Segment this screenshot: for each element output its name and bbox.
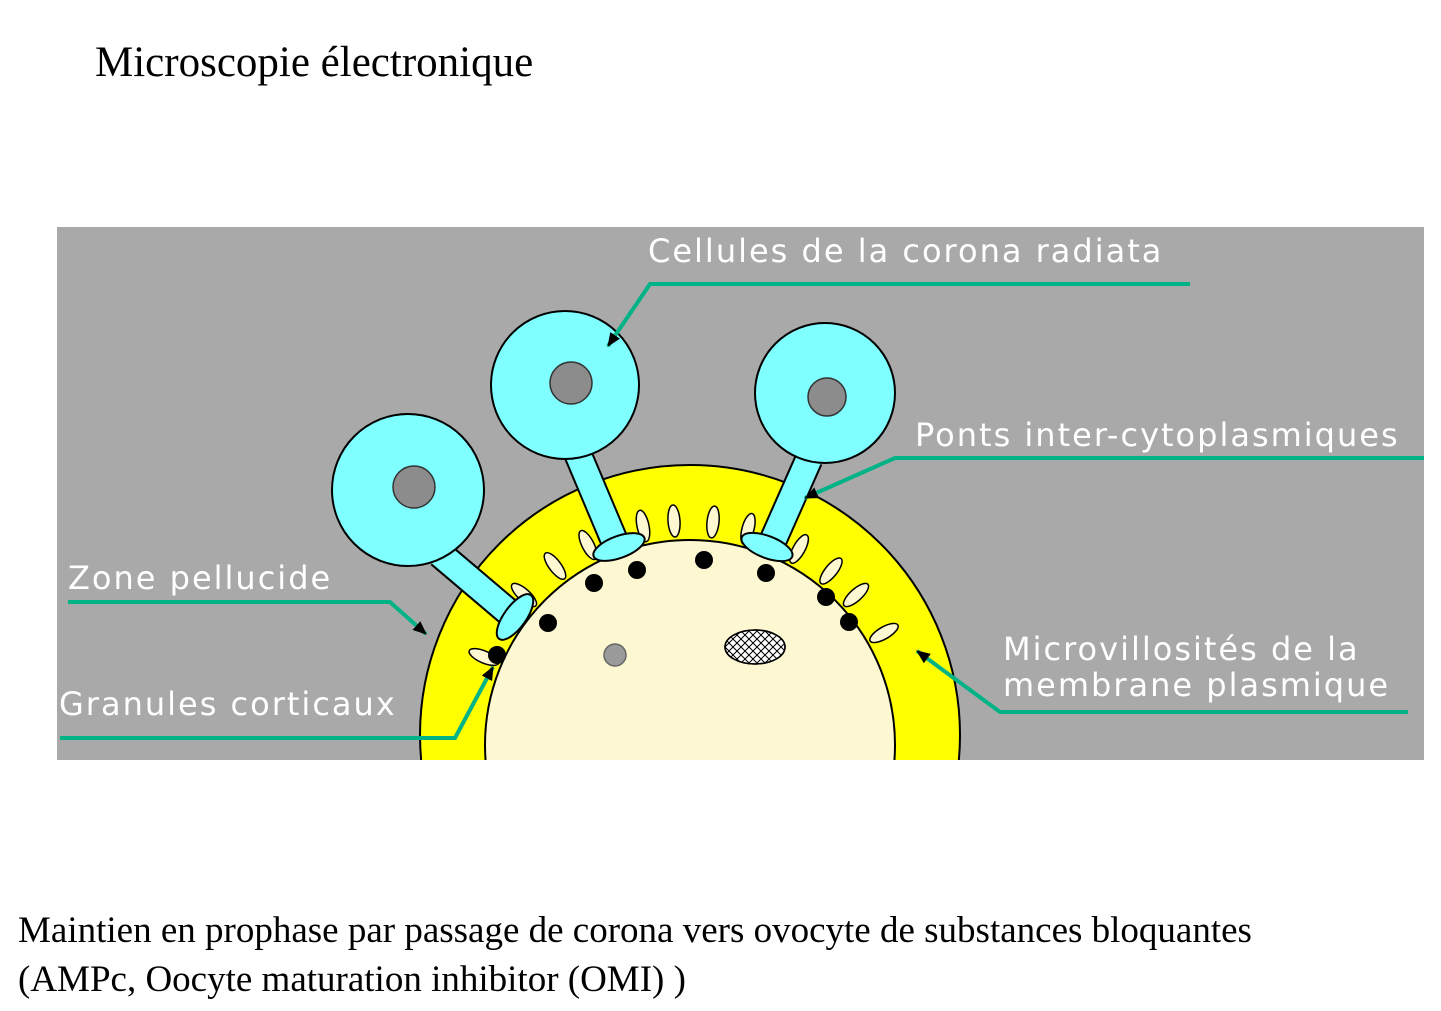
cytoplasmic-bridge (431, 544, 521, 625)
cortical-granule (840, 613, 858, 631)
cytoplasmic-bridge (565, 447, 629, 552)
nucleus (807, 377, 847, 417)
label-corona-radiata: Cellules de la corona radiata (648, 232, 1164, 270)
cortical-granule (488, 646, 506, 664)
hatched-organelle (724, 629, 786, 665)
nucleus (392, 465, 436, 509)
microvillus (788, 533, 810, 565)
microvilli-group (468, 504, 899, 667)
page-title: Microscopie électronique (95, 39, 534, 86)
caption: Maintien en prophase par passage de coro… (18, 906, 1252, 1004)
cortical-granule (695, 551, 713, 569)
leader-ponts (803, 456, 1424, 500)
cortical-granule (628, 561, 646, 579)
caption-line2: (AMPc, Oocyte maturation inhibitor (OMI)… (18, 959, 686, 1000)
organelle-gray (603, 643, 627, 667)
label-microvillosites-line1: Microvillosités de la (1003, 630, 1360, 668)
nucleus (549, 361, 593, 405)
label-zone-pellucide: Zone pellucide (68, 559, 333, 597)
oocyte-diagram (60, 282, 1424, 760)
cytoplasmic-bridge (759, 453, 821, 551)
oocyte-diagram-panel: Cellules de la corona radiata Ponts inte… (57, 227, 1424, 760)
microvillus (842, 582, 870, 608)
leader-microvilli (915, 649, 1408, 714)
label-ponts-intercytoplasmiques: Ponts inter-cytoplasmiques (915, 416, 1400, 454)
leader-lines (60, 282, 1424, 740)
bridge-foot (740, 531, 794, 563)
microvillus (543, 551, 567, 581)
cortical-granules (488, 551, 858, 664)
leader-zone (68, 600, 428, 636)
label-microvillosites: Microvillosités de la membrane plasmique (1003, 631, 1390, 703)
microvillus (869, 622, 899, 644)
microvillus (819, 557, 843, 585)
cortical-granule (539, 614, 557, 632)
cortical-granule (817, 588, 835, 606)
cortical-granule (757, 564, 775, 582)
label-microvillosites-line2: membrane plasmique (1003, 666, 1391, 704)
cortical-granule (585, 574, 603, 592)
cytoplasmic-bridges (431, 447, 821, 625)
microvillus (706, 505, 720, 539)
corona-cell-nuclei (392, 361, 847, 509)
bridge-foot (592, 532, 646, 562)
leader-granules (60, 665, 495, 740)
oocyte-cytoplasm (484, 539, 896, 760)
bridge-foot (495, 593, 535, 641)
caption-line1: Maintien en prophase par passage de coro… (18, 910, 1252, 951)
microvillus (667, 504, 681, 538)
label-granules-corticaux: Granules corticaux (59, 685, 397, 723)
leader-corona (606, 282, 1190, 348)
